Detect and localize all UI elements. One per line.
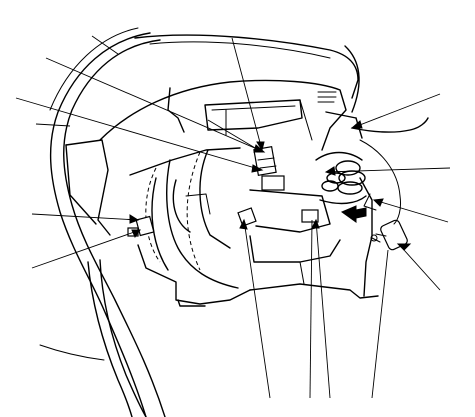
center-connector-lower [261,175,285,191]
windshield-frame [134,34,360,113]
left-connector [135,215,155,237]
lower-connector-left [237,207,257,227]
column-area [172,179,211,233]
direction-arrow [340,193,377,223]
a-pillar-frame [39,27,166,417]
leader-arrowheads [129,120,412,251]
leader-lines [15,35,451,399]
dashboard-body [65,79,379,307]
lower-connector-right [301,209,319,223]
wire-harness-coils [315,151,367,205]
connectors [127,145,408,251]
right-connector [380,219,408,251]
